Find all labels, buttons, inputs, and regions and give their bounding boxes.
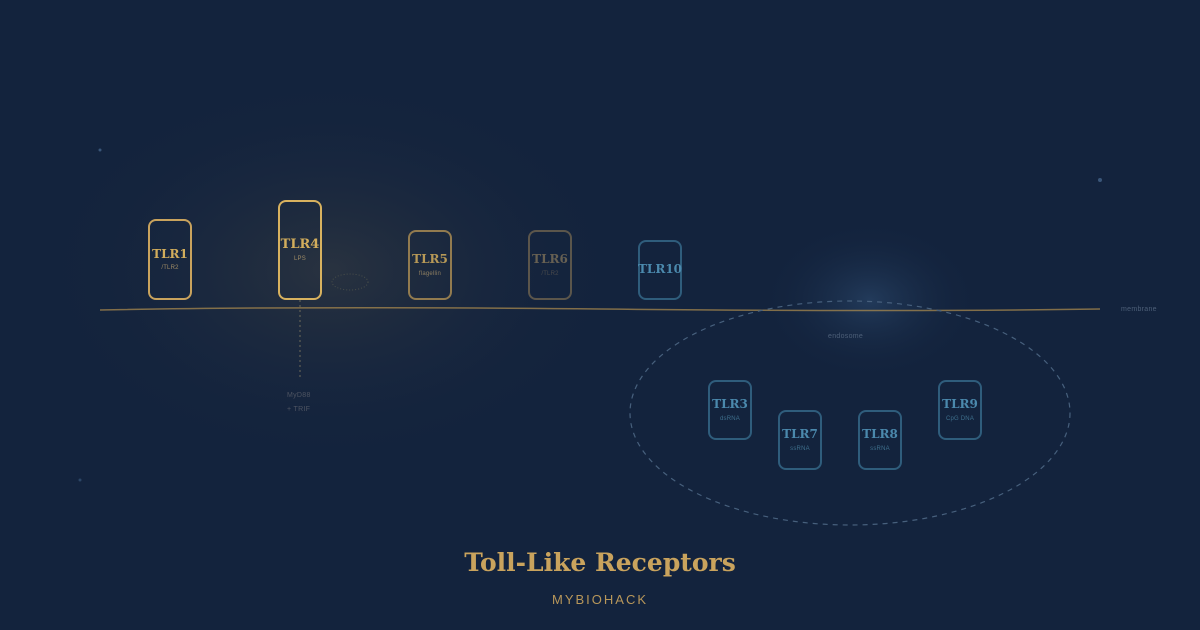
receptor-tlr9[interactable]: TLR9 CpG DNA <box>938 380 982 440</box>
vesicle-marker <box>331 273 369 291</box>
receptor-tlr1[interactable]: TLR1 /TLR2 <box>148 219 192 300</box>
receptor-ligand: dsRNA <box>719 415 740 422</box>
membrane-line <box>99 306 1101 312</box>
receptor-name: TLR4 <box>280 236 320 252</box>
receptor-tlr3[interactable]: TLR3 dsRNA <box>708 380 752 440</box>
membrane-label: membrane <box>1121 306 1157 313</box>
receptor-ligand: ssRNA <box>790 445 810 452</box>
receptor-tlr6[interactable]: TLR6 /TLR2 <box>528 230 572 300</box>
receptor-name: TLR1 <box>152 246 188 261</box>
receptor-ligand: /TLR2 <box>161 265 179 272</box>
receptor-ligand: ssRNA <box>870 445 890 452</box>
brand-name: MYBIOHACK <box>551 592 648 607</box>
receptor-name: TLR8 <box>862 427 898 442</box>
page-title: Toll-Like Receptors <box>464 548 736 577</box>
endosome-outline <box>629 300 1071 526</box>
star-dot <box>98 148 102 152</box>
star-dot <box>1098 178 1102 182</box>
receptor-name: TLR9 <box>942 397 978 412</box>
receptor-tlr8[interactable]: TLR8 ssRNA <box>858 410 902 470</box>
endosome-label: endosome <box>828 333 864 340</box>
receptor-tlr10[interactable]: TLR10 <box>638 240 682 300</box>
receptor-name: TLR7 <box>782 427 818 442</box>
receptor-name: TLR6 <box>532 252 568 267</box>
receptor-ligand: CpG DNA <box>945 415 975 422</box>
receptor-name: TLR5 <box>412 252 448 267</box>
surface-glow <box>30 70 630 470</box>
pathway-label-2: + TRIF <box>287 406 311 413</box>
receptor-tlr4[interactable]: TLR4 LPS <box>278 200 322 300</box>
receptor-tlr7[interactable]: TLR7 ssRNA <box>778 410 822 470</box>
star-dot <box>78 478 82 482</box>
receptor-ligand: LPS <box>294 256 306 263</box>
pathway-label-1: MyD88 <box>287 392 311 399</box>
endosome-glow <box>760 220 980 380</box>
receptor-tlr5[interactable]: TLR5 flagellin <box>408 230 452 300</box>
receptor-name: TLR10 <box>637 262 683 277</box>
receptor-ligand: flagellin <box>418 270 442 277</box>
receptor-ligand: /TLR2 <box>541 270 559 277</box>
receptor-name: TLR3 <box>712 397 748 412</box>
